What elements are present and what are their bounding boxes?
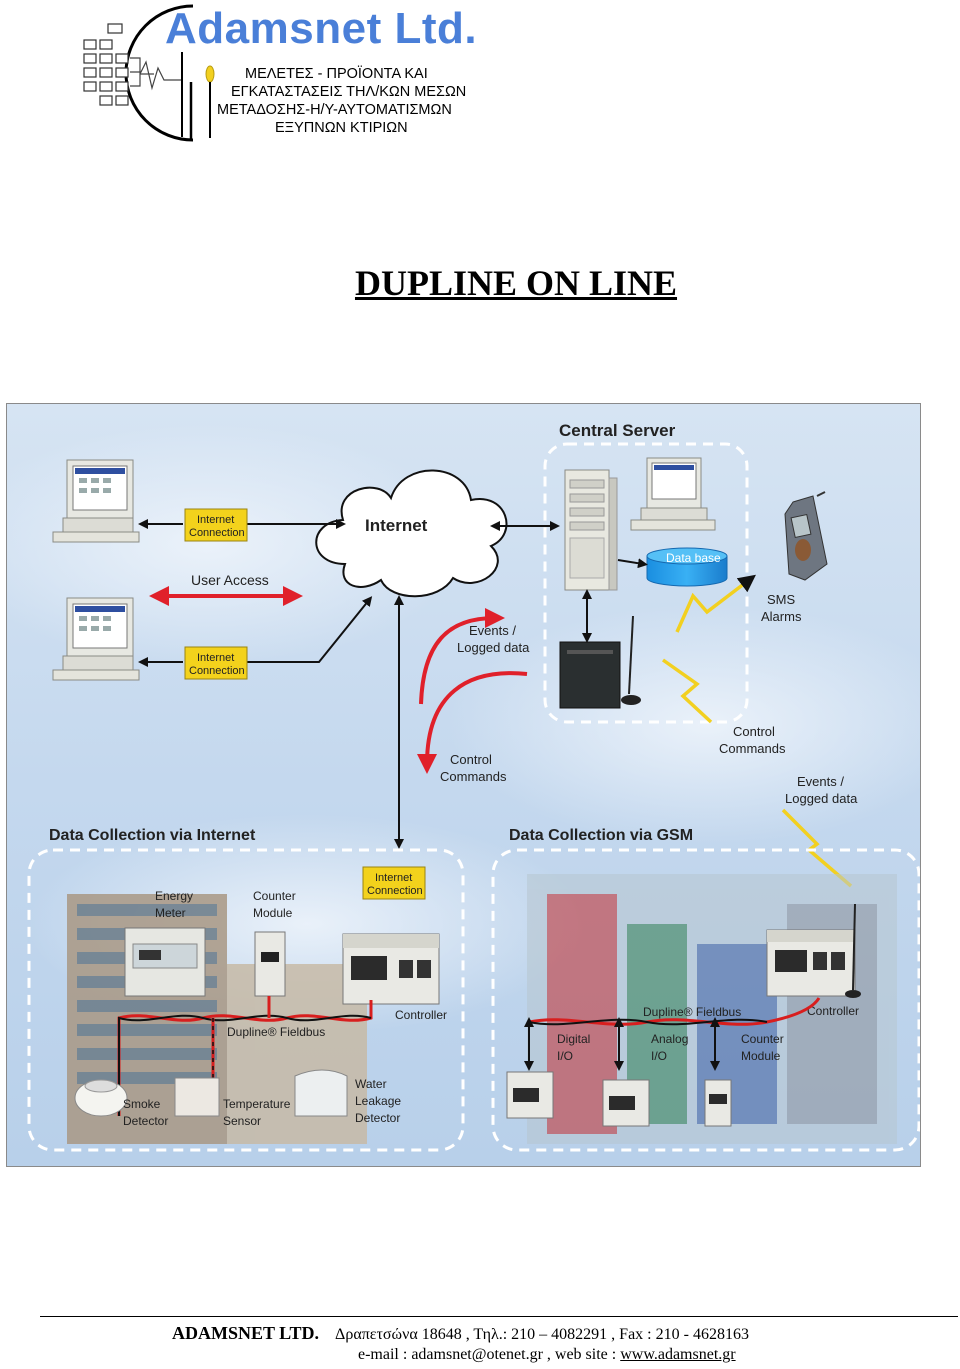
svg-text:Counter: Counter: [253, 889, 296, 903]
svg-text:I/O: I/O: [651, 1049, 667, 1063]
central-server-label: Central Server: [559, 421, 676, 440]
water-leakage-detector-icon: [294, 1069, 348, 1117]
collection-internet-label: Data Collection via Internet: [49, 827, 256, 844]
svg-text:Detector: Detector: [123, 1114, 168, 1128]
internet-label: Internet: [365, 516, 428, 535]
computer-icon: [630, 457, 716, 531]
mobile-phone-icon: [784, 491, 828, 581]
footer-divider: [40, 1316, 958, 1317]
temperature-sensor-icon: [174, 1077, 220, 1117]
svg-text:Events /: Events /: [469, 623, 516, 638]
svg-text:Digital: Digital: [557, 1032, 590, 1046]
footer-website-label: web site :: [554, 1346, 617, 1363]
svg-text:Connection: Connection: [367, 885, 423, 897]
svg-text:Commands: Commands: [719, 741, 786, 756]
svg-text:Internet: Internet: [197, 514, 234, 526]
counter-module-icon-right: [704, 1079, 732, 1127]
svg-text:Alarms: Alarms: [761, 609, 802, 624]
footer-email[interactable]: e-mail : adamsnet@otenet.gr ,: [358, 1346, 551, 1363]
controller-label: Controller: [395, 1008, 447, 1022]
svg-text:Water: Water: [355, 1077, 387, 1091]
footer-address: Δραπετσώνα 18648 , Τηλ.: 210 – 4082291 ,…: [335, 1326, 749, 1343]
database-icon: Data base: [646, 547, 728, 587]
collection-gsm-label: Data Collection via GSM: [509, 827, 693, 844]
fieldbus-label-right: Dupline® Fieldbus: [643, 1005, 741, 1019]
digital-io-module-icon: [506, 1071, 554, 1119]
database-label: Data base: [666, 551, 721, 565]
svg-text:Energy: Energy: [155, 889, 193, 903]
analog-io-module-icon: [602, 1079, 650, 1127]
tagline-line-4: ΕΞΥΠΝΩΝ ΚΤΙΡΙΩΝ: [275, 120, 408, 136]
footer-line-1: ADAMSNET LTD. Δραπετσώνα 18648 , Τηλ.: 2…: [172, 1323, 749, 1344]
svg-text:Logged data: Logged data: [457, 640, 530, 655]
svg-text:Leakage: Leakage: [355, 1094, 401, 1108]
page-title: DUPLINE ON LINE: [354, 263, 678, 303]
svg-text:Logged data: Logged data: [785, 791, 858, 806]
svg-text:Control: Control: [450, 752, 492, 767]
computer-icon: [52, 459, 140, 543]
svg-text:I/O: I/O: [557, 1049, 573, 1063]
smoke-detector-icon: [74, 1079, 128, 1117]
svg-text:Sensor: Sensor: [223, 1114, 261, 1128]
controller-label-right: Controller: [807, 1004, 859, 1018]
svg-text:Smoke: Smoke: [123, 1097, 161, 1111]
gsm-controller-icon: [766, 903, 861, 998]
svg-text:Analog: Analog: [651, 1032, 688, 1046]
fieldbus-label-left: Dupline® Fieldbus: [227, 1025, 325, 1039]
company-name: Adamsnet Ltd.: [165, 4, 478, 53]
svg-text:Counter: Counter: [741, 1032, 784, 1046]
svg-text:Connection: Connection: [189, 527, 245, 539]
svg-text:Control: Control: [733, 724, 775, 739]
svg-text:Connection: Connection: [189, 665, 245, 677]
company-logo: [83, 4, 215, 142]
svg-text:Module: Module: [741, 1049, 781, 1063]
energy-meter-icon: [124, 927, 206, 997]
server-icon: [564, 469, 618, 591]
counter-module-icon: [254, 931, 286, 997]
svg-text:Module: Module: [253, 906, 293, 920]
internet-cloud-icon: [315, 469, 508, 598]
svg-text:Internet: Internet: [375, 872, 412, 884]
svg-text:Internet: Internet: [197, 652, 234, 664]
gsm-modem-icon: [559, 615, 641, 709]
svg-text:Commands: Commands: [440, 769, 507, 784]
svg-text:Events /: Events /: [797, 774, 844, 789]
internet-connection-box: Internet Connection: [184, 508, 248, 542]
tagline-line-3: ΜΕΤΑΔΟΣΗΣ-Η/Υ-ΑΥΤΟΜΑΤΙΣΜΩΝ: [217, 102, 452, 118]
svg-text:Detector: Detector: [355, 1111, 400, 1125]
internet-connection-box: Internet Connection: [362, 866, 426, 900]
tagline-line-1: ΜΕΛΕΤΕΣ - ΠΡΟΪΟΝΤΑ ΚΑΙ: [245, 66, 428, 82]
computer-icon: [52, 597, 140, 681]
tagline-line-2: ΕΓΚΑΤΑΣΤΑΣΕΙΣ ΤΗΛ/ΚΩΝ ΜΕΣΩΝ: [231, 84, 467, 100]
footer-company: ADAMSNET LTD.: [172, 1323, 320, 1343]
svg-text:Meter: Meter: [155, 906, 186, 920]
svg-text:Temperature: Temperature: [223, 1097, 291, 1111]
svg-text:SMS: SMS: [767, 592, 796, 607]
footer-website-link[interactable]: www.adamsnet.gr: [620, 1346, 736, 1363]
footer-line-2: e-mail : adamsnet@otenet.gr , web site :…: [358, 1346, 736, 1364]
user-access-label: User Access: [191, 572, 269, 588]
controller-icon: [342, 933, 440, 1005]
internet-connection-box: Internet Connection: [184, 646, 248, 680]
dupline-network-diagram: Central Server: [6, 403, 921, 1167]
